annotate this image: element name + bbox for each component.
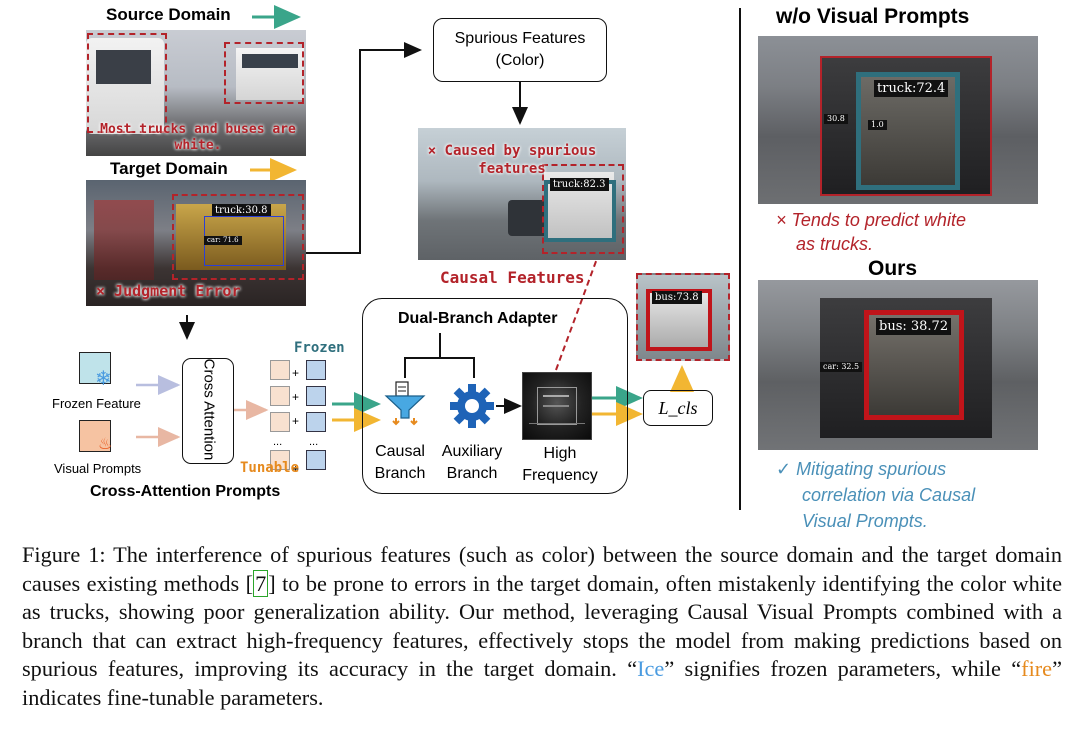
figure-caption: Figure 1: The interference of spurious f… bbox=[22, 542, 1063, 710]
wo-detection-label: truck:72.4 bbox=[874, 80, 949, 97]
wo-note-line1: × Tends to predict white bbox=[776, 210, 966, 230]
wo-note: × Tends to predict white as trucks. bbox=[776, 208, 966, 256]
spurious-image: truck:82.3 × Caused by spurious features bbox=[418, 128, 626, 260]
high-frequency-image bbox=[522, 372, 592, 440]
bus-thumbnail: bus:73.8 bbox=[636, 273, 730, 361]
loss-label: L_cls bbox=[658, 398, 698, 418]
arrow-to-spurious bbox=[306, 42, 422, 254]
causal-link bbox=[555, 244, 603, 371]
caused-note: × Caused by spurious features bbox=[427, 143, 597, 177]
ours-note-line2: correlation via Causal bbox=[802, 485, 976, 505]
spurious-line2: (Color) bbox=[495, 52, 545, 69]
frozen-feature-icon bbox=[79, 352, 111, 384]
fire-icon: ♨ bbox=[98, 436, 113, 453]
cross-attention-text: Cross Attention bbox=[200, 358, 218, 461]
loss-box: L_cls bbox=[643, 390, 713, 426]
source-domain-title: Source Domain bbox=[106, 5, 231, 24]
cross-attention-prompts-title: Cross-Attention Prompts bbox=[90, 483, 281, 500]
gear-icon bbox=[450, 384, 494, 428]
spurious-detection-label: truck:82.3 bbox=[550, 178, 609, 191]
target-detection-small: car: 71.6 bbox=[204, 236, 242, 245]
wo-small-label-2: 1.0 bbox=[868, 120, 887, 130]
bus-thumb-label: bus:73.8 bbox=[652, 291, 702, 304]
citation-link[interactable]: 7 bbox=[253, 569, 269, 597]
target-domain-title: Target Domain bbox=[110, 159, 228, 178]
wo-small-label-1: 30.8 bbox=[824, 114, 848, 124]
spurious-line1: Spurious Features bbox=[454, 30, 586, 47]
auxiliary-branch-label: Auxiliary Branch bbox=[441, 443, 503, 482]
ours-note-line1: ✓ Mitigating spurious bbox=[776, 459, 947, 479]
source-note: Most trucks and buses are white. bbox=[100, 122, 296, 153]
fire-word: fire bbox=[1021, 656, 1053, 681]
high-frequency-label: High Frequency bbox=[522, 445, 598, 484]
causal-features-label: Causal Features bbox=[440, 268, 585, 287]
frozen-feature-label: Frozen Feature bbox=[52, 396, 141, 411]
ice-word: Ice bbox=[637, 656, 665, 681]
ours-detection-label: bus: 38.72 bbox=[876, 318, 952, 335]
ours-title: Ours bbox=[868, 257, 918, 280]
ours-small-label: car: 32.5 bbox=[820, 362, 863, 372]
ours-note: ✓ Mitigating spurious correlation via Ca… bbox=[776, 456, 975, 534]
frozen-label: Frozen bbox=[294, 340, 345, 356]
tunable-label: Tunable bbox=[240, 460, 300, 476]
plus-signs: ++++ bbox=[292, 366, 300, 476]
source-domain-image: Most trucks and buses are white. bbox=[86, 30, 306, 156]
wo-visual-prompts-title: w/o Visual Prompts bbox=[776, 5, 970, 28]
ours-note-line3: Visual Prompts. bbox=[802, 511, 928, 531]
target-detection-label: truck:30.8 bbox=[212, 204, 271, 217]
visual-prompt-icon bbox=[79, 420, 111, 452]
spurious-features-box: Spurious Features (Color) bbox=[433, 18, 607, 82]
judgment-error: × Judgment Error bbox=[96, 282, 241, 300]
wo-prompts-image: truck:72.4 30.8 1.0 bbox=[758, 36, 1038, 204]
cross-attention-box: Cross Attention bbox=[182, 358, 234, 464]
wo-note-line2: as trucks. bbox=[796, 234, 874, 254]
dual-branch-adapter-box bbox=[362, 298, 628, 494]
adapter-title: Dual-Branch Adapter bbox=[398, 310, 558, 327]
figure-connectors bbox=[136, 5, 741, 510]
snowflake-icon: ❄ bbox=[95, 368, 112, 390]
target-domain-image: truck:30.8 car: 71.6 × Judgment Error bbox=[86, 180, 306, 306]
visual-prompts-label: Visual Prompts bbox=[54, 461, 142, 476]
tunable-tokens: ... bbox=[270, 360, 290, 470]
ours-image: bus: 38.72 car: 32.5 bbox=[758, 280, 1038, 450]
frozen-tokens: ... bbox=[306, 360, 326, 470]
causal-branch-label: Causal Branch bbox=[374, 443, 426, 482]
funnel-icon bbox=[384, 381, 426, 426]
